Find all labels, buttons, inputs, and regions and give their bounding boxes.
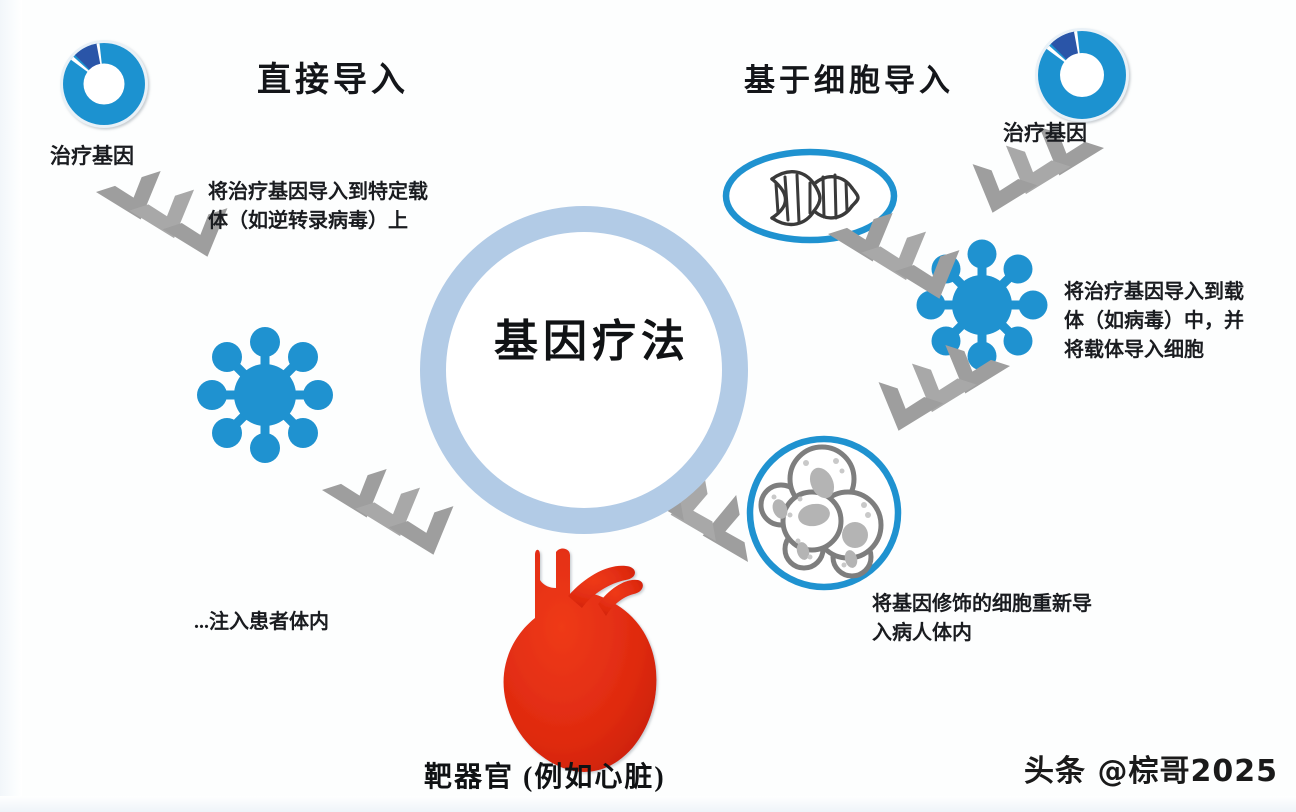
- heading-direct-delivery: 直接导入: [257, 62, 409, 99]
- plasmid-donut-icon-left: [60, 40, 148, 128]
- virus-particle-icon-left: [197, 327, 333, 463]
- note-inject-into-patient: ...注入患者体内: [194, 611, 329, 633]
- virus-particle-icon-right: [916, 239, 1048, 371]
- note-vector-into-cells: 将治疗基因导入到载 体（如病毒）中，并 将载体导入细胞: [1064, 281, 1244, 361]
- page-title: 基因疗法: [494, 317, 690, 366]
- heart-organ-icon: [503, 548, 657, 772]
- dna-helix-icon: [722, 148, 898, 244]
- chevron-arrow-icon-virus-to-cells: [866, 328, 1010, 458]
- gene-therapy-ring: [420, 206, 748, 534]
- heading-cell-based-delivery: 基于细胞导入: [744, 63, 954, 98]
- note-reinfuse-modified-cells: 将基因修饰的细胞重新导 入病人体内: [872, 593, 1092, 644]
- page-edge-shading-left: [0, 0, 22, 812]
- label-therapeutic-gene-left: 治疗基因: [50, 144, 134, 168]
- plasmid-donut-icon-right: [1035, 28, 1129, 122]
- cell-cluster-icon: [746, 435, 902, 591]
- note-load-gene-into-vector: 将治疗基因导入到特定载 体（如逆转录病毒）上: [208, 181, 428, 232]
- caption-target-organ: 靶器官 (例如心脏): [424, 762, 666, 793]
- label-therapeutic-gene-right: 治疗基因: [1003, 121, 1087, 145]
- watermark: 头条 @棕哥2025: [1024, 754, 1278, 789]
- page-edge-shading-bottom: [0, 796, 1296, 812]
- chevron-arrow-icon-dna-to-virus: [828, 196, 972, 326]
- chevron-arrow-icon-vector-to-patient: [322, 452, 466, 582]
